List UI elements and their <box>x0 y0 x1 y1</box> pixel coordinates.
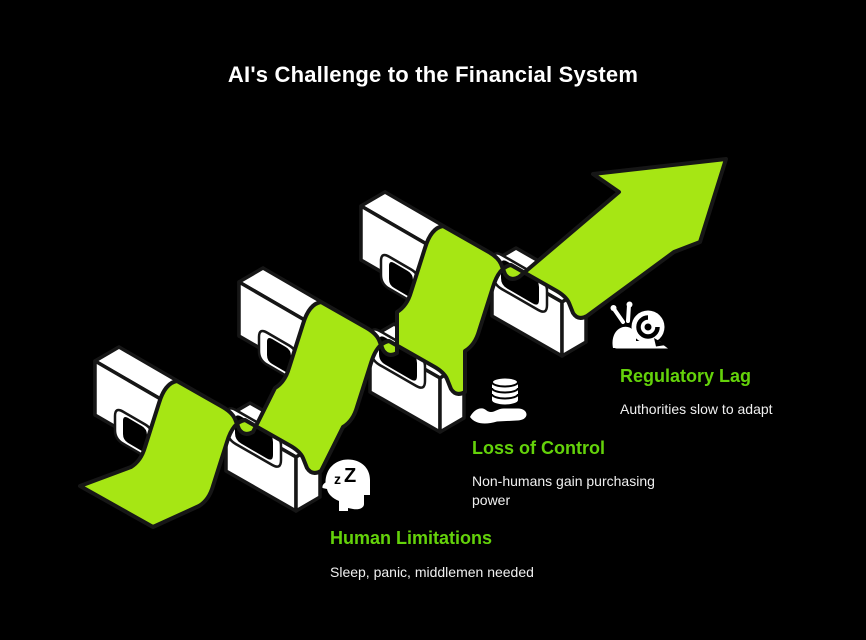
feature-description: Non-humans gain purchasing power <box>472 473 655 508</box>
feature-description: Sleep, panic, middlemen needed <box>330 564 534 580</box>
growth-arrow-ribbon <box>78 157 728 529</box>
snail-icon <box>610 301 668 349</box>
sleep-z-large: Z <box>344 465 356 487</box>
hand-coins-icon <box>470 376 527 424</box>
feature-heading: Loss of Control <box>472 438 605 458</box>
sleeping-head-icon: z Z <box>322 459 370 511</box>
feature-heading: Human Limitations <box>330 528 493 548</box>
feature-heading: Regulatory Lag <box>620 366 752 386</box>
feature-description: Authorities slow to adapt <box>620 401 773 417</box>
page-title: AI's Challenge to the Financial System <box>227 62 639 87</box>
sleep-z-small: z <box>334 471 341 487</box>
